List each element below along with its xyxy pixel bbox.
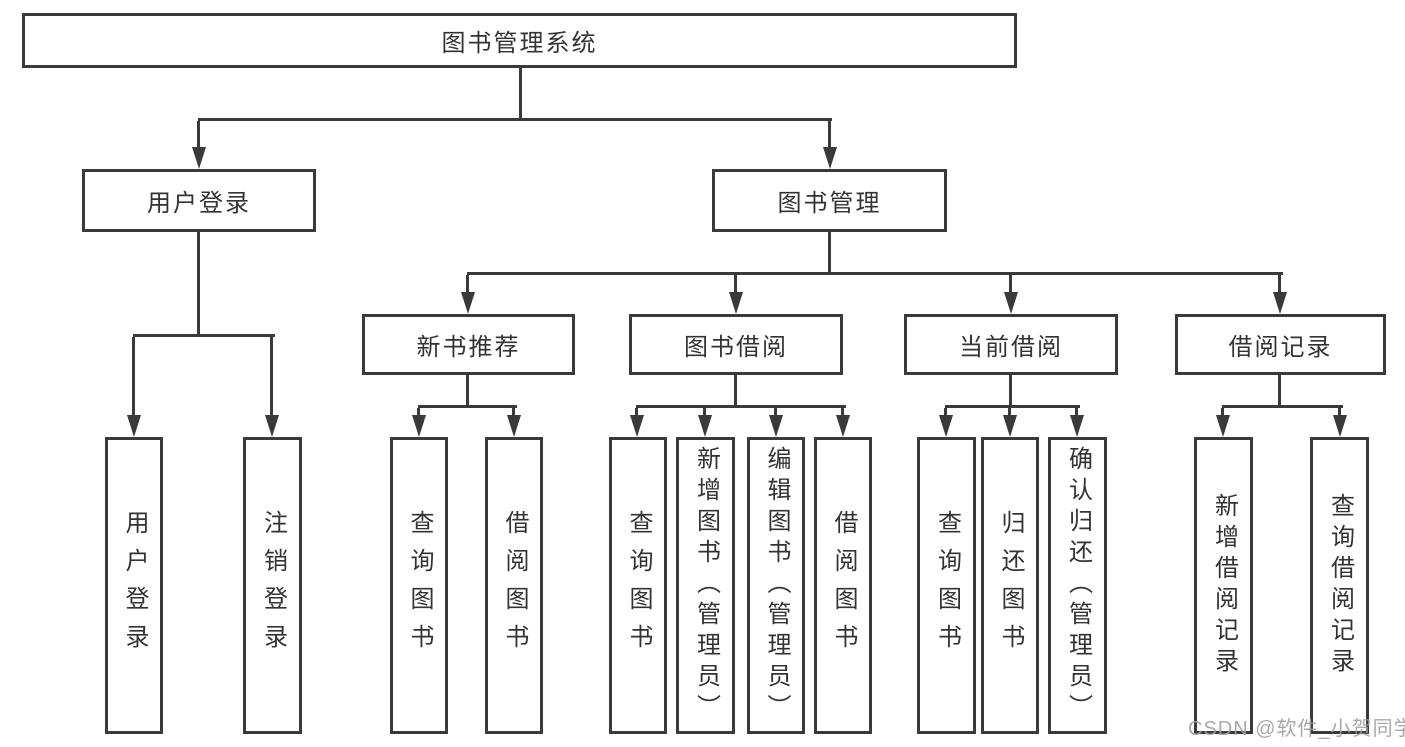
connector-line <box>1009 275 1012 294</box>
arrow-down-icon <box>823 147 837 169</box>
connector-line <box>841 408 844 417</box>
connector-line <box>1278 375 1281 408</box>
connector-line <box>1221 408 1224 417</box>
connector-line <box>1222 405 1343 408</box>
arrow-down-icon <box>127 415 141 437</box>
arrow-down-icon <box>265 415 279 437</box>
connector-line <box>828 121 831 149</box>
node-book-borrowing: 图书借阅 <box>629 314 843 375</box>
leaf-edit-books-admin: 编辑图书（管理员） <box>747 437 805 734</box>
node-library-management-system: 图书管理系统 <box>22 13 1017 68</box>
node-label: 当前借阅 <box>959 334 1063 361</box>
leaf-label: 用户登录 <box>121 509 148 662</box>
connector-line <box>734 275 737 294</box>
leaf-query-books-newrec: 查询图书 <box>390 437 448 734</box>
arrow-down-icon <box>769 415 783 437</box>
connector-line <box>1278 275 1281 294</box>
leaf-label: 查询图书 <box>406 509 433 662</box>
connector-line <box>703 408 706 417</box>
arrow-down-icon <box>192 147 206 169</box>
node-label: 图书借阅 <box>684 334 788 361</box>
connector-line <box>519 68 522 120</box>
arrow-down-icon <box>1004 292 1018 314</box>
node-label: 图书管理 <box>777 190 882 217</box>
node-borrow-records: 借阅记录 <box>1175 314 1386 375</box>
leaf-label: 查询借阅记录 <box>1326 492 1354 679</box>
connector-line <box>828 232 831 275</box>
leaf-add-borrow-record: 新增借阅记录 <box>1194 437 1253 734</box>
leaf-label: 查询图书 <box>933 509 961 662</box>
arrow-down-icon <box>1216 415 1230 437</box>
arrow-down-icon <box>507 415 521 437</box>
leaf-return-books: 归还图书 <box>981 437 1039 734</box>
leaf-label: 借阅图书 <box>501 509 528 662</box>
arrow-down-icon <box>1333 415 1347 437</box>
connector-line <box>270 337 273 417</box>
connector-line <box>133 334 275 337</box>
connector-line <box>945 405 1080 408</box>
leaf-confirm-return-admin: 确认归还（管理员） <box>1048 437 1107 734</box>
connector-line <box>132 337 135 417</box>
connector-line <box>635 408 638 417</box>
node-label: 用户登录 <box>147 190 251 217</box>
leaf-borrow-books-newrec: 借阅图书 <box>485 437 543 734</box>
leaf-query-borrow-record: 查询借阅记录 <box>1310 437 1369 734</box>
leaf-label: 编辑图书（管理员） <box>763 446 790 725</box>
connector-line <box>734 375 737 408</box>
node-label: 图书管理系统 <box>441 30 598 57</box>
connector-line <box>467 272 1283 275</box>
arrow-down-icon <box>939 415 953 437</box>
csdn-watermark: CSDN @软件_小贺同学 <box>1188 718 1405 740</box>
connector-line <box>1009 375 1012 408</box>
arrow-down-icon <box>1070 415 1084 437</box>
connector-line <box>466 375 469 408</box>
leaf-borrow-books-borrowing: 借阅图书 <box>814 437 872 734</box>
connector-line <box>197 232 200 337</box>
leaf-label: 注销登录 <box>259 509 287 662</box>
node-book-management: 图书管理 <box>712 169 947 232</box>
connector-line <box>1008 408 1011 417</box>
leaf-add-books-admin: 新增图书（管理员） <box>676 437 735 734</box>
connector-line <box>774 408 777 417</box>
leaf-label: 归还图书 <box>997 509 1024 662</box>
arrow-down-icon <box>1273 292 1287 314</box>
connector-line <box>1075 408 1078 417</box>
leaf-user-login: 用户登录 <box>105 437 163 734</box>
arrow-down-icon <box>698 415 712 437</box>
leaf-label: 新增借阅记录 <box>1210 492 1238 679</box>
connector-line <box>512 408 515 417</box>
node-current-borrowing: 当前借阅 <box>904 314 1118 375</box>
connector-line <box>418 405 517 408</box>
arrow-down-icon <box>1003 415 1017 437</box>
arrow-down-icon <box>461 292 475 314</box>
node-new-book-recommendation: 新书推荐 <box>362 314 575 375</box>
connector-line <box>466 275 469 294</box>
node-label: 新书推荐 <box>416 334 521 361</box>
leaf-label: 查询图书 <box>625 509 652 662</box>
leaf-label: 新增图书（管理员） <box>692 446 720 725</box>
connector-line <box>944 408 947 417</box>
connector-line <box>197 121 200 149</box>
leaf-query-books-borrowing: 查询图书 <box>609 437 667 734</box>
leaf-label: 确认归还（管理员） <box>1064 446 1092 725</box>
leaf-logout-login: 注销登录 <box>243 437 302 734</box>
node-label: 借阅记录 <box>1228 334 1333 361</box>
node-user-login: 用户登录 <box>82 169 316 232</box>
connector-line <box>198 118 832 121</box>
arrow-down-icon <box>729 292 743 314</box>
leaf-label: 借阅图书 <box>830 509 857 662</box>
arrow-down-icon <box>630 415 644 437</box>
leaf-query-books-current: 查询图书 <box>917 437 976 734</box>
arrow-down-icon <box>836 415 850 437</box>
connector-line <box>1338 408 1341 417</box>
connector-line <box>417 408 420 417</box>
arrow-down-icon <box>412 415 426 437</box>
connector-line <box>636 405 846 408</box>
